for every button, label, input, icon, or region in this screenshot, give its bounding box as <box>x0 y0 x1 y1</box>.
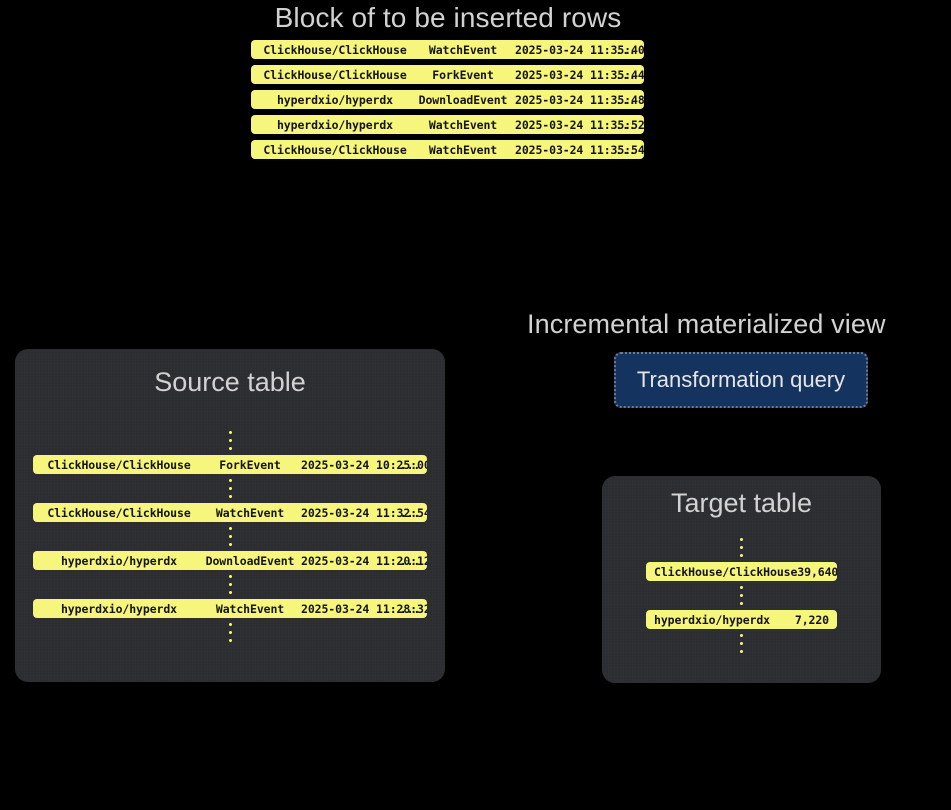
dot <box>228 431 232 434</box>
target-table-title: Target table <box>670 488 813 518</box>
ellipsis-dots <box>33 426 427 455</box>
row-repo: hyperdxio/hyperdx <box>276 117 393 132</box>
row-event: ForkEvent <box>219 457 281 472</box>
transformation-query-box[interactable]: Transformation query <box>614 352 868 408</box>
dot <box>740 586 743 589</box>
transformation-query-label: Transformation query <box>636 367 846 392</box>
dot <box>740 642 743 645</box>
table-row: hyperdxio/hyperdx WatchEvent 2025-03-24 … <box>33 599 427 618</box>
row-event: WatchEvent <box>215 505 285 520</box>
row-more: ... <box>615 117 636 132</box>
row-repo: ClickHouse/ClickHouse <box>47 457 191 472</box>
target-table-panel: Target table ClickHouse/ClickHouse 39,64… <box>602 476 881 683</box>
ellipsis-dots <box>33 570 427 599</box>
table-row: ClickHouse/ClickHouse WatchEvent 2025-03… <box>33 503 427 522</box>
row-event: WatchEvent <box>428 142 498 157</box>
row-more: ... <box>615 67 636 82</box>
table-row: ClickHouse/ClickHouse WatchEvent 2025-03… <box>251 40 644 59</box>
row-more: ... <box>399 601 421 616</box>
row-repo: hyperdxio/hyperdx <box>276 92 393 107</box>
row-count: 7,220 <box>794 612 829 627</box>
dot <box>228 527 232 530</box>
dot <box>228 495 232 498</box>
ellipsis-dots <box>33 522 427 551</box>
dot <box>228 439 232 442</box>
ellipsis-dots <box>33 474 427 503</box>
dot <box>228 575 232 578</box>
row-more: ... <box>615 92 636 107</box>
block-heading: Block of to be inserted rows <box>274 2 622 33</box>
row-repo: hyperdxio/hyperdx <box>60 601 177 616</box>
dot <box>740 538 743 541</box>
table-row: hyperdxio/hyperdx DownloadEvent 2025-03-… <box>251 90 644 109</box>
dot <box>740 594 743 597</box>
ellipsis-dots <box>646 533 837 562</box>
row-repo: ClickHouse/ClickHouse <box>263 67 407 82</box>
row-more: ... <box>615 142 636 157</box>
table-row: ClickHouse/ClickHouse WatchEvent 2025-03… <box>251 140 644 159</box>
row-more: ... <box>615 42 636 57</box>
dot <box>228 535 232 538</box>
row-count: 39,640 <box>797 564 837 579</box>
row-event: WatchEvent <box>215 601 285 616</box>
row-time: 2025-03-24 11:35:52 <box>515 117 644 132</box>
table-row: hyperdxio/hyperdx 7,220 <box>646 610 837 629</box>
row-more: ... <box>399 505 421 520</box>
dot <box>228 591 232 594</box>
row-repo: ClickHouse/ClickHouse <box>263 142 407 157</box>
row-event: WatchEvent <box>428 117 498 132</box>
row-more: ... <box>399 457 421 472</box>
inserted-rows-block: ClickHouse/ClickHouse WatchEvent 2025-03… <box>251 40 644 165</box>
row-time: 2025-03-24 11:28:32 <box>301 601 427 616</box>
row-repo: hyperdxio/hyperdx <box>60 553 177 568</box>
row-event: ForkEvent <box>432 67 494 82</box>
row-time: 2025-03-24 11:35:48 <box>515 92 644 107</box>
row-time: 2025-03-24 11:20:12 <box>301 553 427 568</box>
row-repo: hyperdxio/hyperdx <box>654 612 771 627</box>
dot <box>228 447 232 450</box>
dot <box>228 479 232 482</box>
table-row: ClickHouse/ClickHouse ForkEvent 2025-03-… <box>251 65 644 84</box>
row-event: DownloadEvent <box>205 553 295 568</box>
row-more: ... <box>399 553 421 568</box>
row-time: 2025-03-24 10:25:00 <box>301 457 427 472</box>
ellipsis-dots <box>646 629 837 658</box>
table-row: ClickHouse/ClickHouse ForkEvent 2025-03-… <box>33 455 427 474</box>
row-event: DownloadEvent <box>418 92 508 107</box>
table-row: hyperdxio/hyperdx WatchEvent 2025-03-24 … <box>251 115 644 134</box>
dot <box>228 639 232 642</box>
ellipsis-dots <box>33 618 427 647</box>
source-table-panel: Source table ClickHouse/ClickHouse ForkE… <box>15 349 445 682</box>
ellipsis-dots <box>646 581 837 610</box>
dot <box>740 634 743 637</box>
dot <box>228 487 232 490</box>
row-event: WatchEvent <box>428 42 498 57</box>
dot <box>228 543 232 546</box>
row-time: 2025-03-24 11:35:44 <box>515 67 644 82</box>
source-table-title: Source table <box>154 367 306 397</box>
dot <box>740 554 743 557</box>
dot <box>228 631 232 634</box>
dot <box>740 650 743 653</box>
row-repo: ClickHouse/ClickHouse <box>654 564 798 579</box>
source-table-rows: ClickHouse/ClickHouse ForkEvent 2025-03-… <box>33 426 427 647</box>
row-repo: ClickHouse/ClickHouse <box>263 42 407 57</box>
row-time: 2025-03-24 11:35:54 <box>515 142 644 157</box>
dot <box>740 546 743 549</box>
table-row: ClickHouse/ClickHouse 39,640 <box>646 562 837 581</box>
dot <box>228 583 232 586</box>
target-table-rows: ClickHouse/ClickHouse 39,640 hyperdxio/h… <box>646 533 837 658</box>
row-time: 2025-03-24 11:35:40 <box>515 42 644 57</box>
table-row: hyperdxio/hyperdx DownloadEvent 2025-03-… <box>33 551 427 570</box>
row-time: 2025-03-24 11:32:54 <box>301 505 427 520</box>
dot <box>740 602 743 605</box>
dot <box>228 623 232 626</box>
row-repo: ClickHouse/ClickHouse <box>47 505 191 520</box>
incremental-materialized-view-heading: Incremental materialized view <box>527 309 886 339</box>
